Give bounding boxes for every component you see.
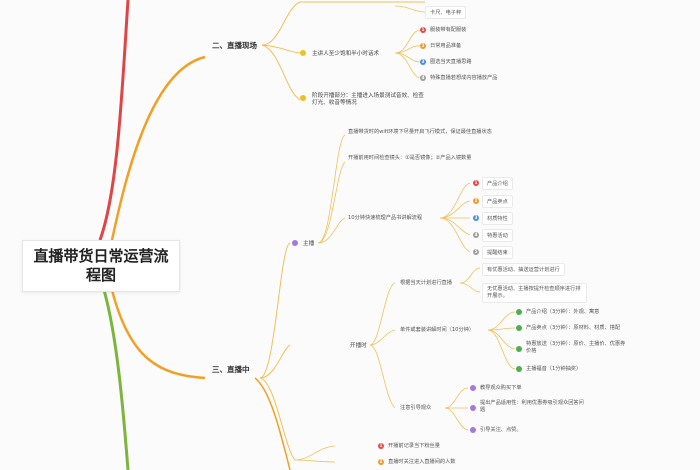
circle-dot-icon xyxy=(516,309,522,315)
host-label[interactable]: 主讲人至少饱和半小时话术 xyxy=(312,51,380,57)
anchor-item-2[interactable]: 开播前用时间检查镜头：①是否镜像；②产品入镜数量 xyxy=(348,155,472,161)
section-2-title[interactable]: 二、直播现场 xyxy=(212,41,257,50)
notice-item-3[interactable]: 引导关注、点赞。 xyxy=(480,427,522,433)
host-item-2[interactable]: 日常用品准备 xyxy=(430,43,462,49)
product-item-2[interactable]: 产品卖点 xyxy=(482,195,513,208)
number-badge-icon: 2 xyxy=(420,43,426,49)
number-badge-icon: 1 xyxy=(473,180,479,186)
number-badge-icon: 2 xyxy=(473,198,479,204)
product-item-4[interactable]: 特惠活动 xyxy=(482,229,513,242)
notice-item-2[interactable]: 提出产品适用性：利用优惠券吸引观众回答问题 xyxy=(480,400,584,414)
orange-branch-line-tail xyxy=(254,377,291,470)
notice-label[interactable]: 注意引导观众 xyxy=(400,405,432,411)
circle-dot-icon xyxy=(516,325,522,331)
host-item-4[interactable]: 特殊直播若想成内容播放产品 xyxy=(430,75,498,81)
product-item-1[interactable]: 产品介绍 xyxy=(482,177,513,190)
plan-item-2[interactable]: 无优惠活动、主播按提升检查顺序进行排开展示。 xyxy=(482,283,587,304)
time-label[interactable]: 单件或套装讲解时间（10分钟） xyxy=(400,327,475,333)
time-item-4[interactable]: 主播福音（1分钟抽奖） xyxy=(526,366,582,372)
plan-item-1[interactable]: 有优惠活动、抽送运营计划进行 xyxy=(482,263,565,276)
green-branch-line xyxy=(102,289,130,470)
time-item-3[interactable]: 特惠放送（3分钟）：原价、主播价、优惠券价格 xyxy=(526,341,626,355)
orange-branch-line-bottom xyxy=(110,289,206,380)
bottom-item-2[interactable]: 直播时关注进入直播间的人数 xyxy=(388,459,456,465)
notice-item-1[interactable]: 教导观众购买下单 xyxy=(480,385,522,391)
anchor-item-1[interactable]: 直播带货时的wifi环境下尽量开启飞行模式，保证最佳直播状态 xyxy=(348,129,492,135)
circle-dot-icon xyxy=(470,385,476,391)
host-item-1[interactable]: 服装带有配服装 xyxy=(430,27,467,33)
product-item-3[interactable]: 材质特性 xyxy=(482,212,513,225)
live-label[interactable]: 开播时 xyxy=(350,343,367,349)
setup-label[interactable]: 阶段开播部分：主播进入场景测试音效、检查灯光、收音等情况 xyxy=(312,93,424,107)
number-badge-icon: 5 xyxy=(473,249,479,255)
number-badge-icon: 1 xyxy=(378,443,384,449)
anchor-item-3[interactable]: 10分钟快速梳理产品书讲解流程 xyxy=(348,215,423,221)
root-title: 直播带货日常运营流程图 xyxy=(33,247,169,284)
bottom-item-1[interactable]: 开播前记录当下粉丝量 xyxy=(388,443,440,449)
time-item-1[interactable]: 产品介绍（3分钟）：外观、寓意 xyxy=(526,309,600,315)
number-badge-icon: 1 xyxy=(420,27,426,33)
section-3-title[interactable]: 三、直播中 xyxy=(212,365,250,374)
orange-branch-line-top xyxy=(110,55,206,241)
circle-dot-icon xyxy=(516,346,522,352)
number-badge-icon: 3 xyxy=(473,215,479,221)
circle-dot-icon xyxy=(516,366,522,372)
host-item-3[interactable]: 圈选当天直播思路 xyxy=(430,59,472,65)
circle-dot-icon xyxy=(300,95,306,101)
root-node[interactable]: 直播带货日常运营流程图 xyxy=(22,240,180,292)
time-item-2[interactable]: 产品卖点（3分钟）：原材料、材质、搭配 xyxy=(526,325,621,331)
circle-dot-icon xyxy=(470,405,476,411)
red-branch-line xyxy=(98,0,130,241)
plan-label[interactable]: 根据当天计划进行直播 xyxy=(400,280,452,286)
anchor-label[interactable]: 主播 xyxy=(303,241,315,247)
circle-dot-icon xyxy=(292,240,298,246)
number-badge-icon: 4 xyxy=(420,75,426,81)
number-badge-icon: 3 xyxy=(420,59,426,65)
number-badge-icon: 4 xyxy=(473,232,479,238)
circle-dot-icon xyxy=(470,427,476,433)
circle-dot-icon xyxy=(300,50,306,56)
product-item-5[interactable]: 提醒结束 xyxy=(482,246,513,259)
top-leaf-item[interactable]: 卡尺、电子秤 xyxy=(425,6,467,19)
number-badge-icon: 2 xyxy=(378,459,384,465)
